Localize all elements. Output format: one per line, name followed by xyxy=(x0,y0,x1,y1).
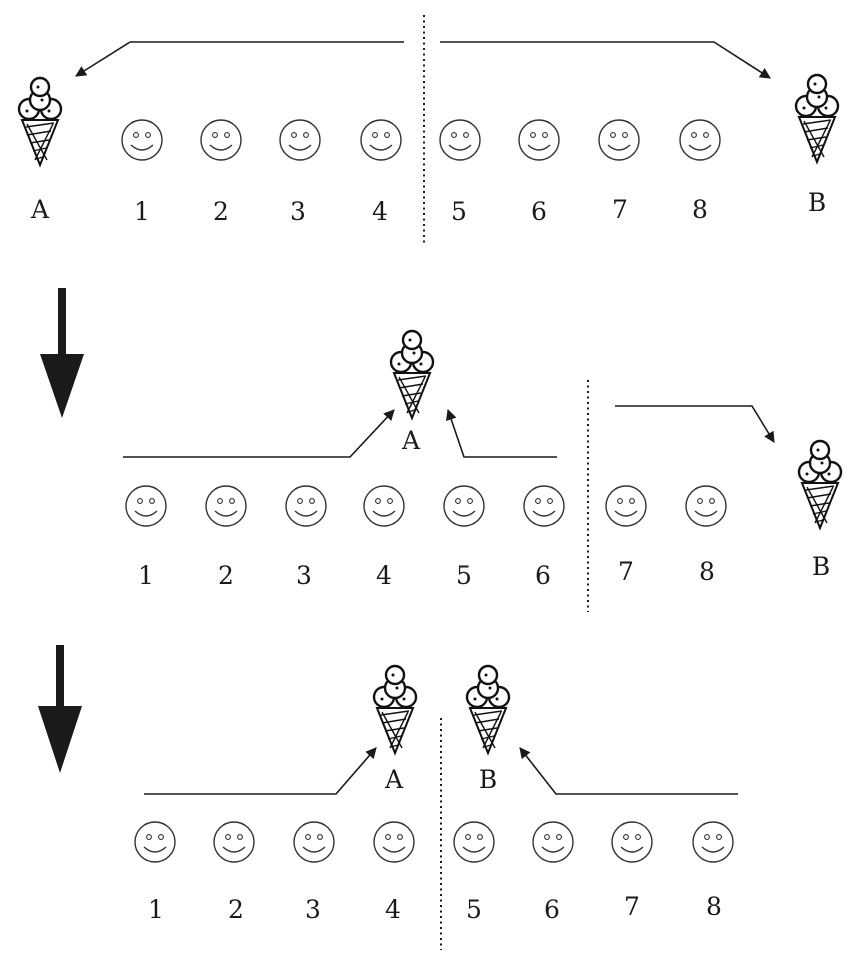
stand-a-label: A xyxy=(30,195,50,224)
customer-1-smiley-icon xyxy=(134,821,176,863)
panel-bottom: A B 1 2 3 4 5 6 7 8 xyxy=(134,664,738,950)
stand-a-label: A xyxy=(384,765,404,794)
panel-middle: A B 1 2 3 4 5 6 7 8 xyxy=(123,329,843,612)
customer-4-label: 4 xyxy=(385,895,401,924)
customer-5-smiley-icon xyxy=(453,821,495,863)
arrow-customers-5-8-to-stand-b xyxy=(519,747,738,795)
customer-1-smiley-icon xyxy=(125,485,167,527)
ice-cream-stand-a-icon xyxy=(372,664,418,755)
customer-8-label: 8 xyxy=(706,892,722,921)
stand-b-label: B xyxy=(812,552,830,581)
arrow-customers-1-4-to-stand-a xyxy=(123,409,395,458)
customer-2-smiley-icon xyxy=(200,119,242,161)
customer-3-label: 3 xyxy=(305,895,321,924)
arrow-customers-7-8-to-stand-b xyxy=(615,405,775,443)
ice-cream-stand-a-icon xyxy=(17,76,63,167)
customer-6-smiley-icon xyxy=(518,119,560,161)
customer-6-label: 6 xyxy=(531,197,547,226)
customer-6-smiley-icon xyxy=(532,821,574,863)
customer-5-smiley-icon xyxy=(443,485,485,527)
arrow-right-customers-to-stand-b xyxy=(440,41,771,79)
customer-6-label: 6 xyxy=(544,895,560,924)
customer-2-smiley-icon xyxy=(205,485,247,527)
ice-cream-stand-b-icon xyxy=(797,439,843,530)
arrow-left-customers-to-stand-a xyxy=(75,41,404,77)
customer-3-smiley-icon xyxy=(293,821,335,863)
customer-3-label: 3 xyxy=(290,197,306,226)
stand-a-label: A xyxy=(401,426,421,455)
customer-2-label: 2 xyxy=(213,197,229,226)
customer-5-label: 5 xyxy=(466,895,482,924)
down-arrow-icon xyxy=(38,645,82,773)
stand-b-label: B xyxy=(808,188,826,217)
customer-1-smiley-icon xyxy=(121,119,163,161)
customer-2-smiley-icon xyxy=(213,821,255,863)
customer-8-smiley-icon xyxy=(692,821,734,863)
customer-7-smiley-icon xyxy=(605,485,647,527)
customer-7-label: 7 xyxy=(624,892,640,921)
arrow-customers-1-4-to-stand-a xyxy=(144,747,377,795)
customer-4-smiley-icon xyxy=(363,485,405,527)
customer-8-smiley-icon xyxy=(679,119,721,161)
customer-8-smiley-icon xyxy=(685,485,727,527)
customer-3-label: 3 xyxy=(296,561,312,590)
customer-4-label: 4 xyxy=(376,561,392,590)
ice-cream-stand-b-icon xyxy=(794,73,840,164)
customer-2-label: 2 xyxy=(218,561,234,590)
customer-3-smiley-icon xyxy=(285,485,327,527)
customer-8-label: 8 xyxy=(692,195,708,224)
customer-6-smiley-icon xyxy=(523,485,565,527)
customer-6-label: 6 xyxy=(535,561,551,590)
stand-b-label: B xyxy=(479,765,497,794)
panel-top: A B 1 2 3 4 5 6 7 8 xyxy=(17,15,840,243)
customer-5-label: 5 xyxy=(456,561,472,590)
customer-4-smiley-icon xyxy=(360,119,402,161)
customer-5-label: 5 xyxy=(451,197,467,226)
customer-4-smiley-icon xyxy=(373,821,415,863)
customer-7-smiley-icon xyxy=(598,119,640,161)
customer-8-label: 8 xyxy=(699,557,715,586)
ice-cream-stand-a-icon xyxy=(389,329,435,420)
ice-cream-stand-b-icon xyxy=(465,664,511,755)
customer-1-label: 1 xyxy=(148,895,164,924)
arrow-customers-5-6-to-stand-a xyxy=(445,408,557,458)
customer-7-label: 7 xyxy=(612,195,628,224)
customer-4-label: 4 xyxy=(372,197,388,226)
customer-1-label: 1 xyxy=(134,197,150,226)
down-arrow-icon xyxy=(40,288,84,418)
customer-7-label: 7 xyxy=(618,557,634,586)
customer-1-label: 1 xyxy=(138,561,154,590)
customer-5-smiley-icon xyxy=(439,119,481,161)
customer-7-smiley-icon xyxy=(611,821,653,863)
customer-3-smiley-icon xyxy=(279,119,321,161)
customer-2-label: 2 xyxy=(228,895,244,924)
